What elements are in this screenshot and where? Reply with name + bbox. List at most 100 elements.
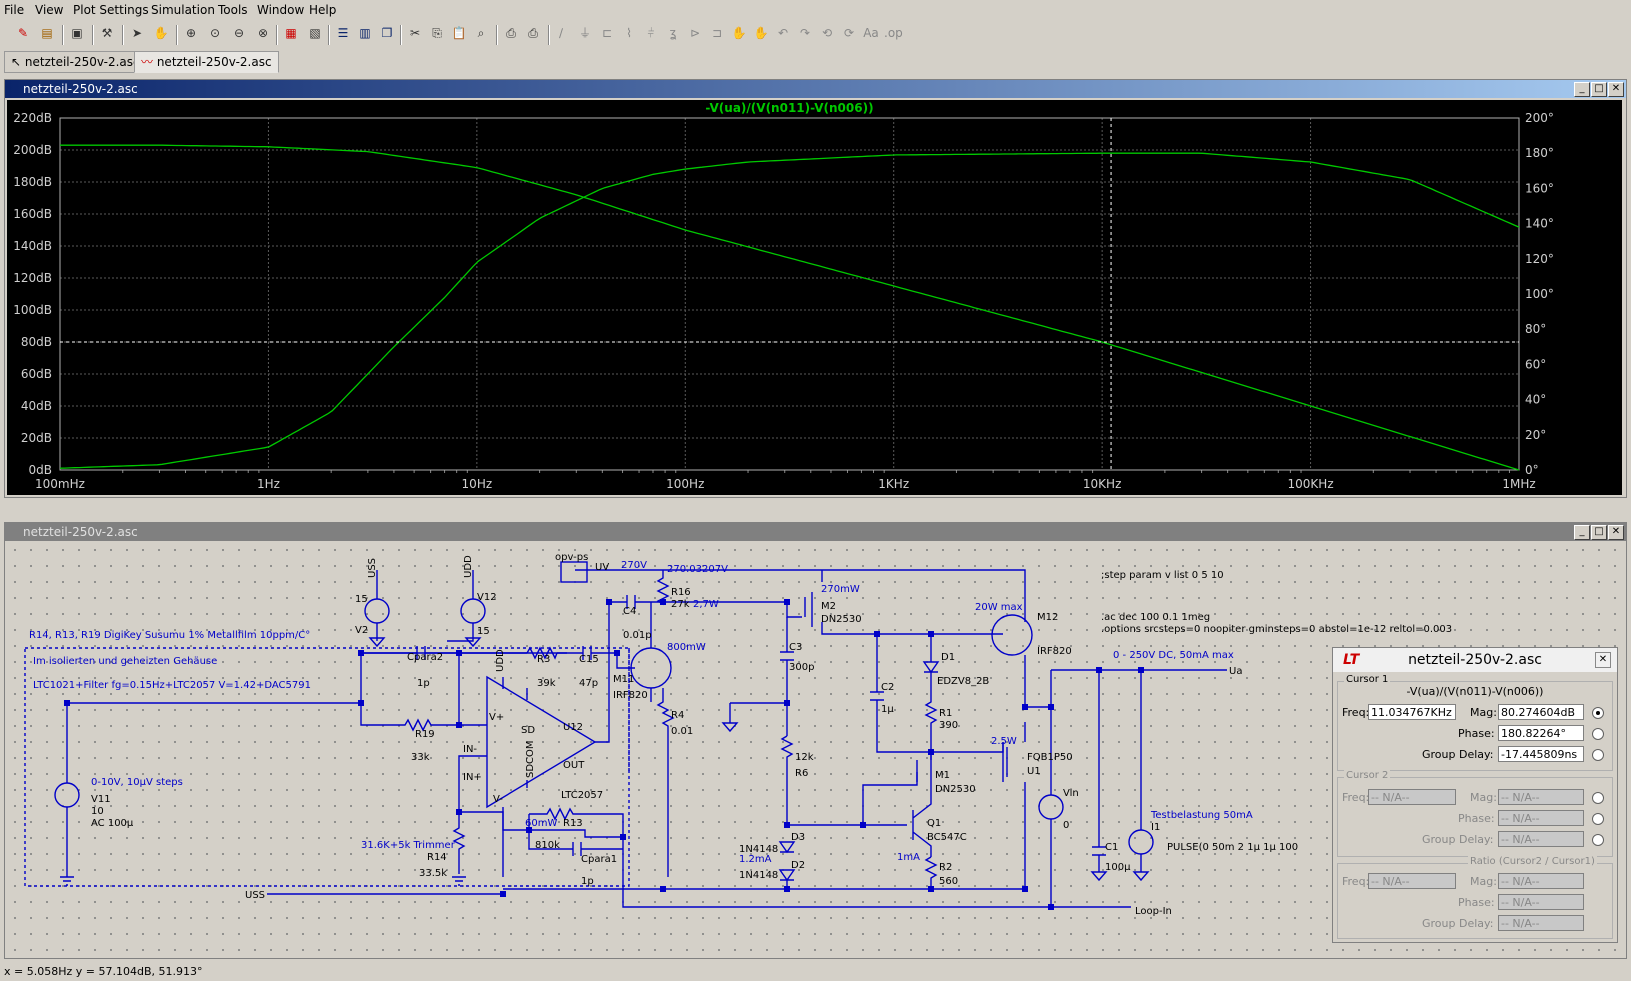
schematic-label[interactable]: 1µ: [881, 704, 894, 715]
cascade-icon[interactable]: ❐: [381, 26, 393, 40]
schematic-label[interactable]: 560: [939, 876, 959, 887]
schematic-label[interactable]: D2: [791, 860, 806, 871]
schematic-label[interactable]: M2: [821, 601, 836, 612]
schematic-label[interactable]: 0.01: [671, 726, 694, 737]
schematic-label[interactable]: opv-ps: [555, 552, 589, 563]
schematic-label[interactable]: IRF820: [613, 690, 648, 701]
zoom-pan-icon[interactable]: ⊙: [209, 26, 221, 40]
schematic-label[interactable]: C2: [881, 682, 895, 693]
schematic-label[interactable]: 2.5W: [991, 736, 1017, 747]
schematic-label[interactable]: R2: [939, 862, 953, 873]
schematic-label[interactable]: FQB1P50: [1027, 752, 1073, 763]
cursor1-mag-field[interactable]: 80.274604dB: [1498, 704, 1584, 720]
menu-tools[interactable]: Tools: [218, 3, 248, 17]
schematic-label[interactable]: Cpara1: [581, 854, 618, 865]
schematic-label[interactable]: 60mW: [525, 818, 558, 829]
copy-icon[interactable]: ⎘: [432, 26, 442, 40]
schematic-label[interactable]: V-: [493, 794, 503, 805]
schematic-label[interactable]: C4: [623, 606, 637, 617]
cursor2-mag-radio[interactable]: [1592, 792, 1604, 804]
schematic-label[interactable]: 33k: [411, 752, 430, 763]
schematic-label[interactable]: D3: [791, 832, 806, 843]
tab-schematic[interactable]: ↖ netzteil-250v-2.asc: [4, 51, 147, 73]
tile-vertical-icon[interactable]: ▥: [359, 26, 371, 40]
schematic-label[interactable]: V12: [477, 592, 497, 603]
schematic-label[interactable]: 270.03207V: [667, 564, 728, 575]
schematic-label[interactable]: 1mA: [897, 852, 920, 863]
wire-icon[interactable]: ∕: [558, 26, 564, 40]
schematic-label[interactable]: Ua: [1229, 666, 1243, 677]
schematic-label[interactable]: U12: [563, 722, 584, 733]
schematic-label[interactable]: V11: [91, 794, 111, 805]
schematic-label[interactable]: 270V: [621, 560, 647, 571]
pick-traces-icon[interactable]: ▧: [309, 26, 321, 40]
schematic-label[interactable]: UV: [595, 562, 610, 573]
menu-file[interactable]: File: [4, 3, 25, 17]
schematic-label[interactable]: 1.2mA: [739, 854, 772, 865]
diode-icon[interactable]: ⊳: [689, 26, 701, 40]
control-panel-icon[interactable]: ⚒: [101, 26, 113, 40]
schematic-label[interactable]: EDZV8_2B: [937, 676, 990, 687]
ground-icon[interactable]: ⏚: [578, 26, 591, 40]
schematic-label[interactable]: 39k: [537, 678, 556, 689]
close-button[interactable]: ✕: [1608, 82, 1624, 97]
schematic-label[interactable]: IN-: [463, 744, 478, 755]
schematic-label[interactable]: Vin: [1063, 788, 1079, 799]
schematic-label[interactable]: R1: [939, 708, 953, 719]
schematic-label[interactable]: DN2530: [935, 784, 976, 795]
zoom-in-icon[interactable]: ⊕: [185, 26, 197, 40]
zoom-out-icon[interactable]: ⊖: [233, 26, 245, 40]
schematic-label[interactable]: UDD: [463, 555, 474, 578]
schematic-label[interactable]: V+: [489, 712, 505, 723]
redo-icon[interactable]: ↷: [799, 26, 811, 40]
open-icon[interactable]: ▤: [41, 26, 53, 40]
schematic-label[interactable]: 15: [477, 626, 490, 637]
schematic-label[interactable]: C1: [1105, 842, 1119, 853]
run-icon[interactable]: ➤: [131, 26, 143, 40]
schematic-label[interactable]: USS: [367, 557, 378, 578]
schematic-label[interactable]: 33.5k: [419, 868, 448, 879]
paste-icon[interactable]: 📋: [451, 26, 467, 40]
autorange-icon[interactable]: ▦: [285, 26, 297, 40]
schematic-label[interactable]: SDCOM: [525, 740, 536, 778]
cursor1-phase-field[interactable]: 180.82264°: [1498, 725, 1584, 741]
schematic-label[interactable]: 20W max: [975, 602, 1023, 613]
save-icon[interactable]: ▣: [71, 26, 83, 40]
schematic-label[interactable]: I1: [1151, 822, 1161, 833]
schematic-label[interactable]: D1: [941, 652, 956, 663]
new-schematic-icon[interactable]: ✎: [17, 26, 29, 40]
drag-icon[interactable]: ✋: [753, 26, 769, 40]
schematic-label[interactable]: 31.6K+5k Trimmer: [361, 840, 455, 851]
schematic-label[interactable]: R13: [563, 818, 583, 829]
print-icon[interactable]: ⎙: [528, 26, 538, 40]
halt-icon[interactable]: ✋: [153, 26, 169, 40]
schematic-label[interactable]: Cpara2: [407, 652, 444, 663]
cursor1-group-delay-field[interactable]: -17.445809ns: [1498, 746, 1584, 762]
schematic-label[interactable]: U1: [1027, 766, 1041, 777]
maximize-button[interactable]: □: [1591, 525, 1607, 540]
label-net-icon[interactable]: ⊏: [601, 26, 613, 40]
text-icon[interactable]: Aa: [863, 26, 879, 40]
schematic-label[interactable]: IRF820: [1037, 646, 1072, 657]
tab-waveform[interactable]: 〰 netzteil-250v-2.asc: [134, 51, 279, 73]
schematic-label[interactable]: BC547C: [927, 832, 967, 843]
minimize-button[interactable]: _: [1574, 82, 1590, 97]
print-setup-icon[interactable]: ⎙: [506, 26, 516, 40]
schematic-label[interactable]: LTC1021+Filter fg=0.15Hz+LTC2057 V=1.42+…: [33, 680, 311, 691]
schematic-label[interactable]: IN+: [463, 772, 482, 783]
tile-horizontal-icon[interactable]: ☰: [337, 26, 349, 40]
schematic-label[interactable]: R16: [671, 587, 691, 598]
schematic-label[interactable]: M11: [613, 674, 635, 685]
undo-icon[interactable]: ↶: [777, 26, 789, 40]
minimize-button[interactable]: _: [1574, 525, 1590, 540]
cursor1-mag-radio[interactable]: [1592, 707, 1604, 719]
find-icon[interactable]: ⌕: [477, 26, 485, 40]
menu-help[interactable]: Help: [309, 3, 337, 17]
cursor1-group-delay-radio[interactable]: [1592, 749, 1604, 761]
schematic-label[interactable]: C15: [579, 654, 599, 665]
menu-window[interactable]: Window: [257, 3, 305, 17]
schematic-label[interactable]: ;step param v list 0 5 10: [1101, 570, 1224, 581]
schematic-label[interactable]: USS: [245, 890, 266, 901]
